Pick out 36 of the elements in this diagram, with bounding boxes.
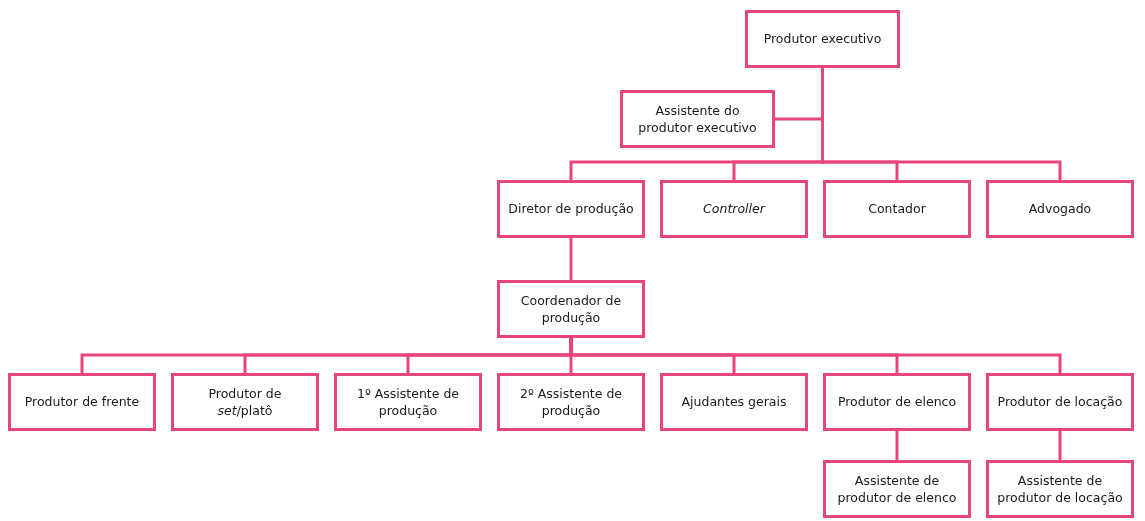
org-box [745,10,900,68]
connector-line [569,238,573,280]
org-box [823,460,971,518]
connector-line [821,68,1062,180]
role-label: Contador [868,200,926,218]
role-label: Ajudantes gerais [681,393,787,411]
org-box [497,180,645,238]
org-box [171,373,319,431]
role-label: Produtor de set/platô [207,384,283,420]
role-label: 1º Assistente de produção [355,384,461,420]
org-box [497,280,645,338]
role-label: Produtor de elenco [837,393,957,411]
connector-line [1058,431,1062,460]
connector-line [895,431,899,460]
org-box [823,180,971,238]
role-label: Assistente do produtor executivo [637,101,758,137]
role-label: Produtor executivo [763,30,882,48]
role-label: 2º Assistente de produção [518,384,624,420]
role-label: Advogado [1028,200,1092,218]
org-box [986,180,1134,238]
role-label: Diretor de produção [508,200,634,218]
org-box [8,373,156,431]
role-label: Assistente de produtor de locação [996,471,1124,507]
role-label: Coordenador de produção [519,291,623,327]
org-box [660,373,808,431]
org-box [620,90,775,148]
org-box [986,460,1134,518]
org-box [334,373,482,431]
role-label: Assistente de produtor de elenco [836,471,958,507]
org-box [823,373,971,431]
org-box [660,180,808,238]
role-label: Controller [703,200,765,218]
org-box [497,373,645,431]
role-label: Produtor de frente [24,393,140,411]
org-box [986,373,1134,431]
role-label: Produtor de locação [997,393,1123,411]
